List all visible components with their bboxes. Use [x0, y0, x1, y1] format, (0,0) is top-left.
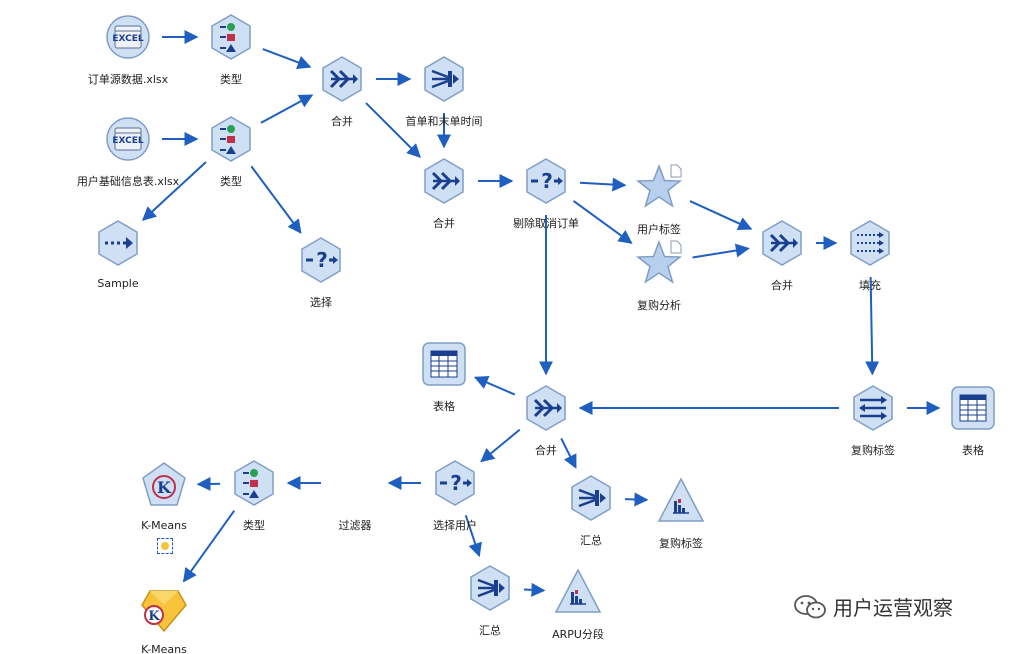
edge-type2-sample: [141, 161, 207, 221]
node-excel1-excel-icon[interactable]: EXCEL: [104, 13, 152, 61]
svg-text:EXCEL: EXCEL: [112, 136, 144, 146]
node-label-table1: 表格: [433, 400, 455, 413]
node-label-type3: 类型: [243, 519, 265, 532]
node-label-sample: Sample: [97, 277, 139, 290]
node-label-merge4: 合并: [535, 444, 557, 457]
node-label-type1: 类型: [220, 73, 242, 86]
node-excel2-excel-icon[interactable]: EXCEL: [104, 115, 152, 163]
edge-merge4-table1: [473, 376, 516, 396]
node-merge3-merge-icon[interactable]: [758, 219, 806, 267]
node-merge4-merge-icon[interactable]: [522, 384, 570, 432]
node-label-filter: 过滤器: [338, 519, 372, 532]
node-label-agg3: 汇总: [479, 624, 501, 637]
node-chart1-chart-icon[interactable]: [657, 477, 705, 525]
node-select3-select-icon[interactable]: ?: [431, 459, 479, 507]
node-label-excel2: 用户基础信息表.xlsx: [76, 175, 180, 188]
node-select2-select-icon[interactable]: ?: [522, 157, 570, 205]
node-label-type2: 类型: [220, 175, 242, 188]
node-label-select2: 剔除取消订单: [513, 217, 579, 230]
svg-text:?: ?: [541, 169, 553, 193]
model-link-icon: [157, 538, 173, 554]
edge-agg2-chart1: [624, 492, 649, 507]
node-type2-typenode-icon[interactable]: [207, 115, 255, 163]
edge-select2-star1: [579, 177, 627, 192]
node-agg3-aggregate-icon[interactable]: [466, 564, 514, 612]
node-chart2-chart-icon[interactable]: [554, 568, 602, 616]
edge-type1-merge1: [262, 48, 312, 70]
edge-type2-select1: [250, 165, 302, 234]
node-label-kmeans1: K-Means: [141, 519, 187, 532]
edge-type3-kmeans2: [182, 510, 236, 583]
node-label-star1: 用户标签: [637, 223, 681, 236]
edge-merge4-agg2: [560, 437, 577, 469]
node-type3-typenode-icon[interactable]: [230, 459, 278, 507]
edge-select2-star2: [572, 200, 633, 244]
node-agg1-aggregate-icon[interactable]: [420, 55, 468, 103]
node-label-chart2: ARPU分段: [552, 628, 604, 641]
node-table1-table-icon[interactable]: [420, 340, 468, 388]
node-label-agg2: 汇总: [580, 534, 602, 547]
node-label-merge2: 合并: [433, 217, 455, 230]
node-label-kmeans2: K-Means: [141, 643, 187, 654]
node-merge2-merge-icon[interactable]: [420, 157, 468, 205]
node-label-table2: 表格: [962, 444, 984, 457]
node-select1-select-icon[interactable]: ?: [297, 236, 345, 284]
edge-agg3-chart2: [523, 582, 546, 597]
node-agg2-aggregate-icon[interactable]: [567, 474, 615, 522]
node-filter-filter-icon[interactable]: [331, 459, 379, 507]
node-label-select3: 选择用户: [433, 519, 477, 532]
node-kmeans1-kmeans-icon[interactable]: K: [140, 461, 188, 509]
svg-text:K: K: [148, 609, 160, 624]
node-reclass-reclass-icon[interactable]: [849, 384, 897, 432]
edge-merge4-select3: [480, 428, 521, 463]
wechat-icon: [794, 594, 826, 618]
edge-type2-merge1: [260, 94, 314, 124]
edge-star1-merge3: [689, 200, 753, 231]
node-type1-typenode-icon[interactable]: [207, 13, 255, 61]
node-label-merge1: 合并: [331, 115, 353, 128]
edge-star2-merge3: [692, 243, 750, 259]
node-merge1-merge-icon[interactable]: [318, 55, 366, 103]
svg-text:?: ?: [316, 248, 328, 272]
svg-text:?: ?: [450, 471, 462, 495]
node-label-chart1: 复购标签: [659, 537, 703, 550]
node-label-fill: 填充: [859, 279, 881, 292]
node-label-select1: 选择: [310, 296, 332, 309]
node-star2-star-icon[interactable]: [635, 239, 683, 287]
node-label-star2: 复购分析: [637, 299, 681, 312]
watermark: 用户运营观察: [793, 592, 953, 621]
node-star1-star-icon[interactable]: [635, 163, 683, 211]
node-label-merge3: 合并: [771, 279, 793, 292]
edge-merge1-merge2: [365, 102, 421, 158]
svg-text:EXCEL: EXCEL: [112, 34, 144, 44]
node-kmeans2-kmeansmodel-icon[interactable]: K: [140, 585, 188, 633]
node-fill-fill-icon[interactable]: [846, 219, 894, 267]
svg-text:K: K: [157, 478, 172, 497]
node-sample-sample-icon[interactable]: [94, 219, 142, 267]
node-table2-table-icon[interactable]: [949, 384, 997, 432]
node-label-agg1: 首单和末单时间: [405, 115, 483, 128]
watermark-text: 用户运营观察: [833, 596, 953, 620]
edge-fill-reclass: [865, 276, 880, 376]
node-label-excel1: 订单源数据.xlsx: [87, 73, 169, 86]
node-label-reclass: 复购标签: [851, 444, 895, 457]
edge-select3-agg3: [464, 514, 482, 558]
